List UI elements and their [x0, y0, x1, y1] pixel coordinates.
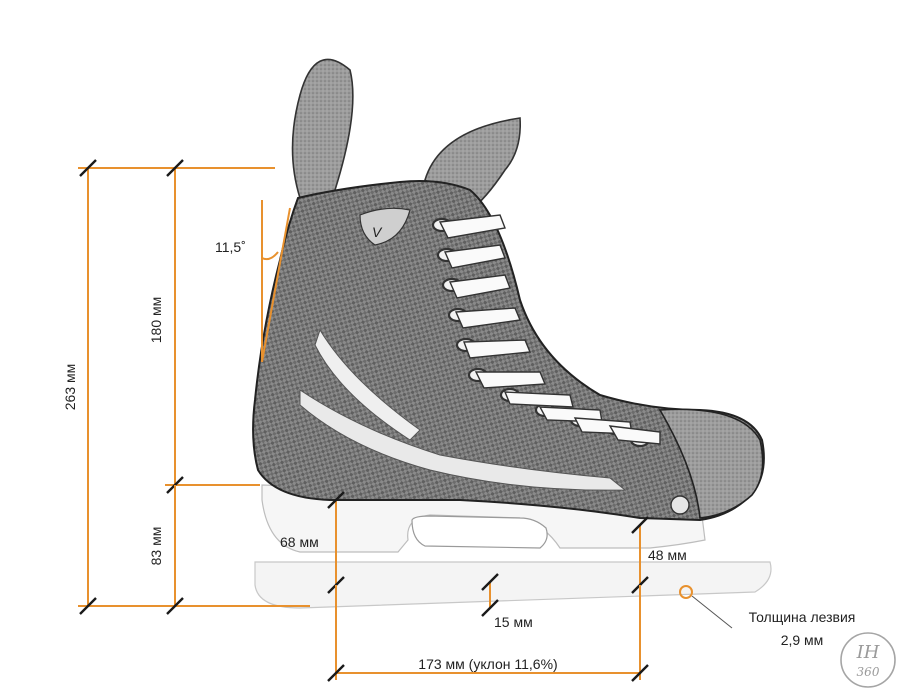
label-angle: 11,5˚	[215, 239, 246, 255]
holder-window	[411, 515, 548, 549]
lace-cross	[438, 214, 661, 445]
side-stripe	[299, 389, 627, 491]
dimension-labels: 263 мм 180 мм 83 мм 11,5˚ 68 мм 48 мм 15…	[62, 239, 855, 672]
brand-logo	[359, 207, 411, 246]
label-blade-thickness-1: Толщина лезвия	[749, 609, 856, 625]
label-heel-holder: 68 мм	[280, 534, 319, 550]
watermark-line1: IH	[856, 642, 880, 663]
rivet	[670, 495, 690, 515]
tendon-guard	[291, 58, 354, 200]
label-boot-height: 180 мм	[148, 297, 164, 344]
toe-cap	[658, 408, 764, 519]
svg-text:V: V	[372, 224, 383, 240]
thickness-marker	[679, 585, 693, 599]
side-stripe-2	[314, 328, 421, 441]
label-total-height: 263 мм	[62, 364, 78, 411]
ih360-watermark: IH 360	[840, 632, 896, 688]
label-blade-thickness-2: 2,9 мм	[781, 632, 824, 648]
label-blade-depth: 15 мм	[494, 614, 533, 630]
blade-runner	[254, 561, 772, 609]
dimension-lines	[78, 159, 733, 682]
label-holder-height: 83 мм	[148, 527, 164, 566]
label-toe-holder: 48 мм	[648, 547, 687, 563]
skate-illustration: V	[252, 58, 772, 609]
watermark-line2: 360	[857, 665, 880, 679]
label-blade-length: 173 мм (уклон 11,6%)	[418, 656, 557, 672]
